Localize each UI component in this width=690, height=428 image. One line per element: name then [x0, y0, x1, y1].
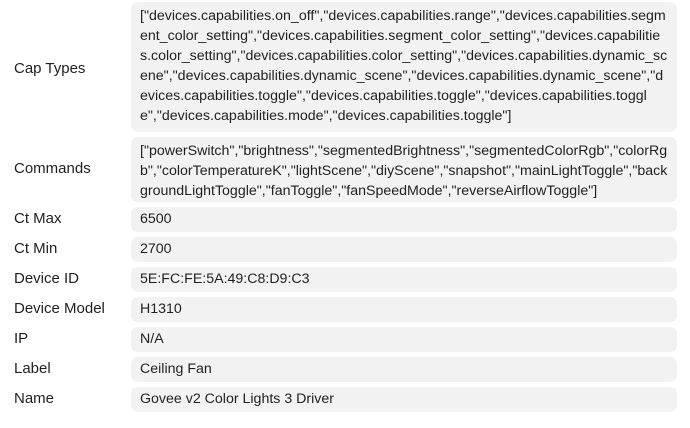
attribute-value: 6500	[131, 207, 677, 232]
attribute-label: Label	[14, 360, 51, 377]
attribute-value: ["powerSwitch","brightness","segmentedBr…	[131, 137, 677, 202]
attribute-label: Ct Min	[14, 240, 58, 257]
attribute-value: 2700	[131, 237, 677, 262]
attribute-label: Device Model	[14, 300, 105, 317]
attribute-label: IP	[14, 330, 29, 347]
attribute-label: Cap Types	[14, 60, 86, 77]
attribute-value: N/A	[131, 327, 677, 352]
attribute-label: Name	[14, 390, 55, 407]
attribute-value: H1310	[131, 297, 677, 322]
attribute-value: 5E:FC:FE:5A:49:C8:D9:C3	[131, 267, 677, 292]
attribute-label: Commands	[14, 160, 91, 177]
attribute-label: Device ID	[14, 270, 80, 287]
attribute-value: ["devices.capabilities.on_off","devices.…	[131, 2, 677, 132]
attribute-value: Govee v2 Color Lights 3 Driver	[131, 387, 677, 412]
attribute-value: Ceiling Fan	[131, 357, 677, 382]
attribute-label: Ct Max	[14, 210, 62, 227]
